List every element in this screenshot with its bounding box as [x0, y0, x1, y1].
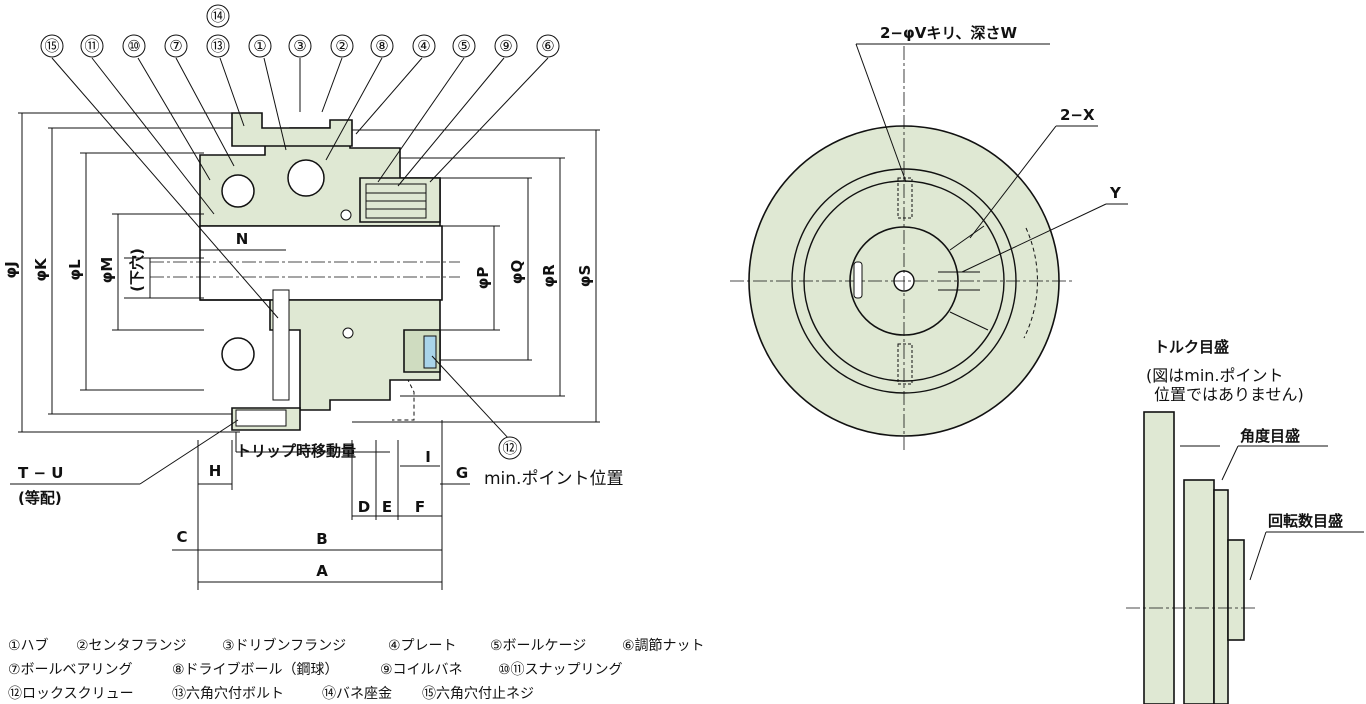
legend-item: ⑭バネ座金	[322, 686, 392, 702]
callout-2: ②	[335, 37, 348, 55]
not-min-note-1: (図はmin.ポイント	[1146, 366, 1284, 385]
drill-note: 2−φVキリ、深さW	[880, 24, 1017, 42]
dim-k: φK	[32, 257, 50, 282]
y-note: Y	[1109, 184, 1122, 202]
dim-i: I	[425, 448, 431, 466]
legend-item: ①ハブ	[8, 637, 49, 654]
dim-m: φM	[98, 257, 116, 284]
dim-n: N	[236, 230, 249, 248]
diameter-labels: φJ φK φL φM (下穴) φP φQ φR φS	[2, 248, 594, 292]
legend-item: ⑦ボールベアリング	[8, 662, 133, 678]
dim-d: D	[358, 498, 370, 516]
callout-5: ⑤	[457, 37, 470, 55]
dim-q: φQ	[508, 260, 526, 285]
part-callouts: ⑭ ⑮ ⑪ ⑩ ⑦ ⑬ ① ③ ② ⑧ ④ ⑤ ⑨ ⑥ ⑫	[40, 4, 560, 460]
legend-item: ⑮六角穴付止ネジ	[422, 686, 534, 702]
dim-j: φJ	[2, 261, 20, 278]
callout-6: ⑥	[541, 37, 554, 55]
legend-item: ⑫ロックスクリュー	[8, 686, 134, 702]
length-labels: N H C B A D E F I G	[176, 230, 468, 580]
callout-1: ①	[253, 37, 266, 55]
legend-item: ②センタフランジ	[76, 638, 187, 654]
section-view	[10, 57, 600, 590]
legend-item: ③ドリブンフランジ	[222, 637, 346, 654]
callout-12: ⑫	[502, 439, 517, 457]
callout-7: ⑦	[169, 37, 182, 55]
front-view: 2−φVキリ、深さW 2−X Y	[730, 24, 1128, 450]
legend-item: ⑤ボールケージ	[490, 638, 586, 654]
legend-item: ⑨コイルバネ	[380, 662, 463, 678]
angle-scale-label: 角度目盛	[1240, 427, 1300, 445]
min-point-note: min.ポイント位置	[484, 469, 623, 489]
torque-scale-label: トルク目盛	[1154, 338, 1229, 356]
tu-equal-note: (等配)	[18, 489, 62, 507]
callout-9: ⑨	[499, 37, 512, 55]
section-notes: トリップ時移動量 min.ポイント位置 T − U (等配)	[18, 442, 623, 507]
dim-a: A	[316, 562, 328, 580]
legend-item: ④プレート	[388, 638, 457, 654]
callout-11: ⑪	[84, 37, 99, 55]
dim-h: H	[209, 462, 222, 480]
dim-bore-note: (下穴)	[128, 248, 146, 292]
callout-4: ④	[417, 37, 430, 55]
legend-item: ⑧ドライブボール（鋼球）	[172, 661, 339, 678]
tu-note: T − U	[18, 464, 63, 482]
dim-p: φP	[474, 267, 492, 290]
trip-travel-note: トリップ時移動量	[236, 442, 356, 460]
dim-l: φL	[66, 259, 84, 281]
dim-c: C	[176, 528, 187, 546]
callout-14: ⑭	[210, 7, 225, 25]
callout-10: ⑩	[127, 37, 140, 55]
dim-r: φR	[540, 264, 558, 288]
dim-g: G	[456, 464, 468, 482]
legend-item: ⑩⑪スナップリング	[498, 662, 623, 678]
callout-3: ③	[293, 37, 306, 55]
dim-f: F	[415, 498, 425, 516]
parts-legend: ①ハブ ②センタフランジ ③ドリブンフランジ ④プレート ⑤ボールケージ ⑥調節…	[8, 637, 705, 702]
rpm-scale-label: 回転数目盛	[1268, 512, 1343, 530]
not-min-note-2: 位置ではありません)	[1154, 385, 1304, 404]
legend-item: ⑥調節ナット	[622, 637, 705, 654]
scale-view: トルク目盛 (図はmin.ポイント 位置ではありません) 角度目盛 回転数目盛	[1126, 338, 1364, 704]
x-note: 2−X	[1060, 106, 1095, 124]
dim-b: B	[316, 530, 327, 548]
legend-item: ⑬六角穴付ボルト	[172, 686, 284, 702]
callout-13: ⑬	[210, 37, 225, 55]
dim-s: φS	[576, 265, 594, 288]
callout-15: ⑮	[44, 37, 59, 55]
dim-e: E	[382, 498, 392, 516]
callout-8: ⑧	[375, 37, 388, 55]
